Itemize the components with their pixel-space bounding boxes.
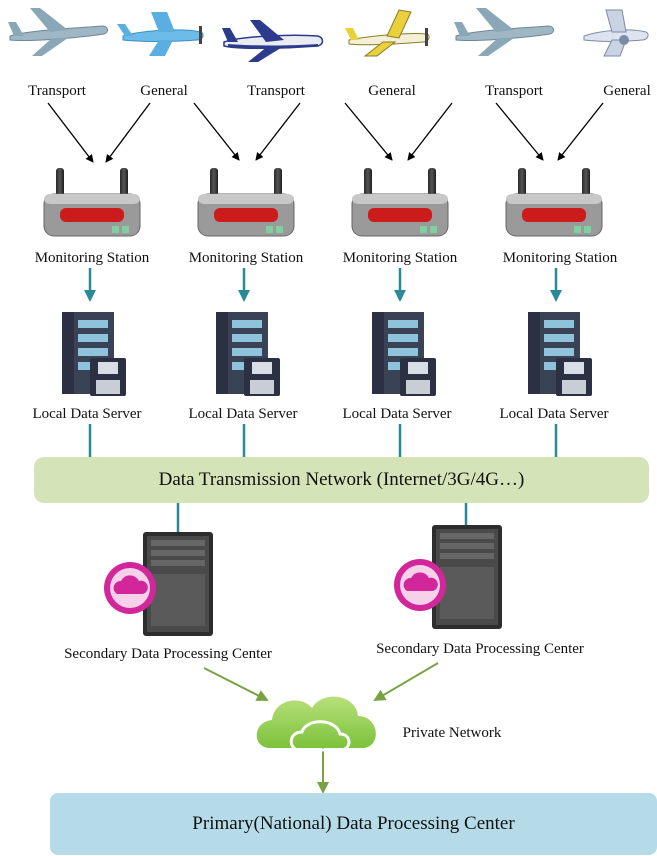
local-server-label-2: Local Data Server <box>188 406 298 422</box>
server-4-icon <box>528 312 592 396</box>
secondary-center-1-icon <box>104 532 213 636</box>
data-transmission-network-bar: Data Transmission Network (Internet/3G/4… <box>34 457 649 503</box>
monitoring-station-label-3: Monitoring Station <box>342 250 458 266</box>
aircraft-5-airliner-icon <box>454 8 555 56</box>
arrow-general-3 <box>407 102 453 161</box>
private-network-cloud-icon <box>256 696 376 752</box>
arrow-transport-2 <box>193 102 240 161</box>
monitoring-station-label-2: Monitoring Station <box>188 250 304 266</box>
arrow-general-4 <box>557 102 604 161</box>
aircraft-3-airliner-icon <box>222 20 324 62</box>
cloud-badge-1-icon <box>104 562 156 614</box>
aircraft-label-5: Transport <box>485 83 543 99</box>
router-1-icon <box>43 168 141 237</box>
aircraft-label-2: General <box>140 83 188 99</box>
server-2-icon <box>216 312 280 396</box>
aircraft-label-6: General <box>603 83 651 99</box>
aircraft-row <box>8 8 649 62</box>
arrow-transport-3 <box>344 102 393 161</box>
arrow-transport-1 <box>47 102 94 163</box>
monitoring-station-label-4: Monitoring Station <box>502 250 618 266</box>
router-2-icon <box>197 168 295 237</box>
router-3-icon <box>351 168 449 237</box>
arrow-secondary-private-1 <box>203 667 269 701</box>
aircraft-1-airliner-icon <box>8 8 109 56</box>
server-1-icon <box>62 312 126 396</box>
aircraft-label-1: Transport <box>28 83 86 99</box>
aircraft-6-light-aircraft-icon <box>583 9 649 57</box>
arrow-general-1 <box>105 102 151 163</box>
cloud-badge-2-icon <box>394 559 446 611</box>
server-3-icon <box>372 312 436 396</box>
station-to-server-arrows <box>84 268 562 302</box>
secondary-center-label-1: Secondary Data Processing Center <box>64 646 272 662</box>
primary-data-center-bar: Primary(National) Data Processing Center <box>50 793 657 855</box>
arrow-transport-4 <box>495 102 544 161</box>
aircraft-label-4: General <box>368 83 416 99</box>
secondary-center-label-2: Secondary Data Processing Center <box>376 641 584 657</box>
private-network-label: Private Network <box>402 725 502 741</box>
server-to-network-lines <box>88 424 558 535</box>
local-server-label-4: Local Data Server <box>499 406 609 422</box>
aircraft-to-station-arrows <box>47 102 604 163</box>
arrow-general-2 <box>255 102 301 161</box>
primary-center-label: Primary(National) Data Processing Center <box>192 813 515 834</box>
arrow-secondary-private-2 <box>373 662 439 702</box>
local-server-label-1: Local Data Server <box>32 406 142 422</box>
aircraft-4-light-aircraft-icon <box>345 9 430 57</box>
local-server-label-3: Local Data Server <box>342 406 452 422</box>
monitoring-station-label-1: Monitoring Station <box>34 250 150 266</box>
aircraft-2-light-aircraft-icon <box>117 12 204 56</box>
router-4-icon <box>505 168 603 237</box>
aircraft-label-3: Transport <box>247 83 305 99</box>
network-label: Data Transmission Network (Internet/3G/4… <box>158 469 525 490</box>
secondary-center-2-icon <box>394 525 502 629</box>
secondary-to-private-arrows <box>203 662 439 794</box>
